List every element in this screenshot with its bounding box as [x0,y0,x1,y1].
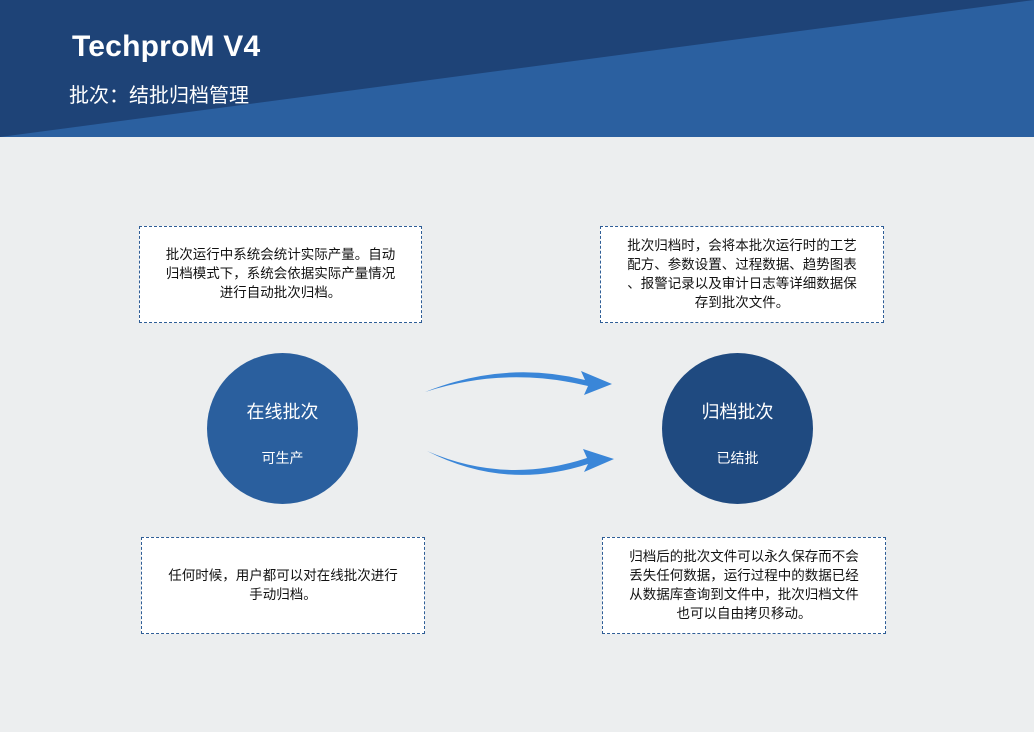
page-subtitle: 批次：结批归档管理 [69,83,249,107]
note-line: 从数据库查询到文件中，批次归档文件 [629,586,859,603]
arrow-upper [425,371,612,395]
note-line: 任何时候，用户都可以对在线批次进行 [168,567,398,584]
node-status: 可生产 [261,451,304,467]
note-line: 进行自动批次归档。 [219,285,342,301]
note-line: 归档模式下，系统会依据实际产量情况 [165,266,396,282]
node-archived-batch: 归档批次 已结批 [662,353,813,504]
note-line: 配方、参数设置、过程数据、趋势图表 [627,256,857,273]
note-line: 批次归档时，会将本批次运行时的工艺 [627,237,857,254]
node-online-batch: 在线批次 可生产 [207,353,358,504]
note-line: 归档后的批次文件可以永久保存而不会 [629,548,859,565]
note-line: 手动归档。 [249,586,317,603]
header-banner: TechproM V4 批次：结批归档管理 [0,0,1034,137]
arrow-lower [427,449,614,475]
node-title: 归档批次 [701,402,774,423]
note-top-left: 批次运行中系统会统计实际产量。自动 归档模式下，系统会依据实际产量情况 进行自动… [139,226,422,323]
app-title: TechproM V4 [72,30,261,63]
note-line: 也可以自由拷贝移动。 [676,605,812,622]
note-bottom-left: 任何时候，用户都可以对在线批次进行 手动归档。 [141,537,425,634]
header-diagonal [0,0,1034,137]
note-bottom-right: 归档后的批次文件可以永久保存而不会 丢失任何数据，运行过程中的数据已经 从数据库… [602,537,886,634]
note-line: 存到批次文件。 [694,294,790,311]
note-line: 、报警记录以及审计日志等详细数据保 [627,275,857,292]
header-background [0,0,1034,137]
node-status: 已结批 [716,451,759,467]
note-line: 批次运行中系统会统计实际产量。自动 [165,247,396,263]
note-top-right: 批次归档时，会将本批次运行时的工艺 配方、参数设置、过程数据、趋势图表 、报警记… [600,226,884,323]
node-title: 在线批次 [246,402,319,423]
note-line: 丢失任何数据，运行过程中的数据已经 [629,567,859,584]
